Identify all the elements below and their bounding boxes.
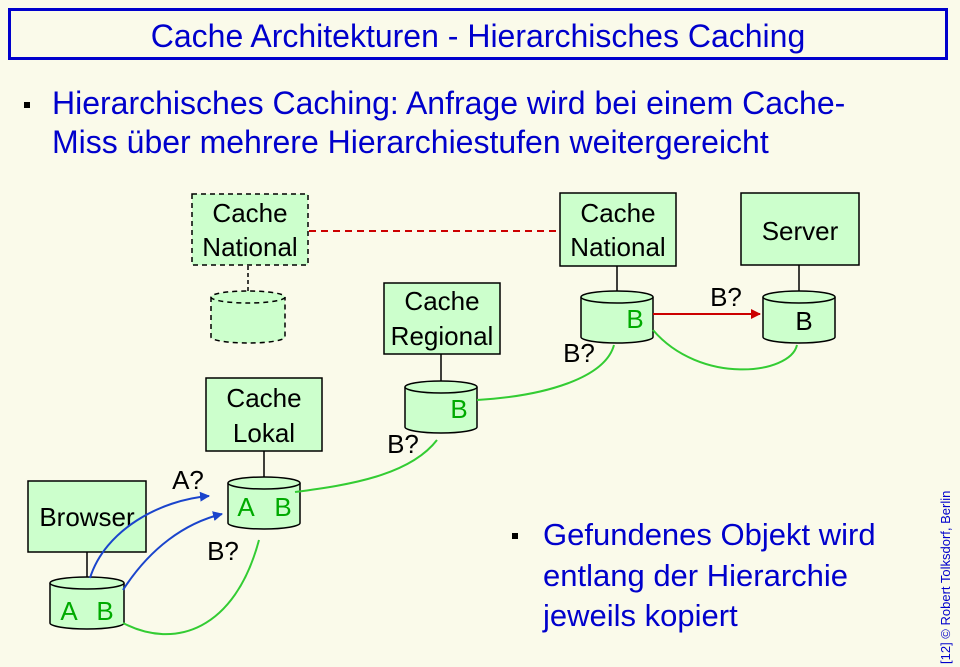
result-text-line-1: Gefundenes Objekt wird [543, 517, 876, 552]
server-box [740, 192, 860, 266]
storage-national-left [210, 290, 286, 344]
storage-national-right [580, 290, 654, 344]
query-b-server: B? [710, 282, 742, 312]
cache-regional-box [383, 282, 501, 355]
storage-server [762, 290, 836, 344]
cache-lokal-box [205, 377, 323, 452]
browser-box [27, 480, 147, 553]
cache-lokal-label-1: Cache [226, 383, 301, 413]
national-object-b: B [626, 304, 643, 334]
result-text-line-2: entlang der Hierarchie [543, 558, 849, 593]
request-arrow-a [89, 491, 210, 579]
regional-object-b: B [450, 394, 467, 424]
result-text-line-3: jeweils kopiert [543, 598, 738, 633]
cache-national-right-label-1: Cache [580, 198, 655, 228]
browser-label: Browser [39, 502, 135, 532]
storage-browser [49, 576, 125, 630]
query-b-national: B? [563, 338, 595, 368]
page-title: Cache Architekturen - Hierarchisches Cac… [150, 18, 806, 54]
bullet-marker-2 [512, 533, 518, 539]
return-arrow-regional-lokal [294, 439, 438, 493]
cache-national-right-box [559, 192, 677, 267]
request-arrow-b [122, 511, 223, 591]
title-box: Cache Architekturen - Hierarchisches Cac… [8, 8, 948, 60]
return-arrow-server-national [652, 329, 798, 371]
cache-regional-label-2: Regional [391, 321, 494, 351]
lokal-object-a: A [237, 492, 255, 522]
browser-object-a: A [60, 596, 78, 626]
query-b-lokal: B? [207, 536, 239, 566]
server-object-b: B [795, 306, 812, 336]
footer-copyright: [12] © Robert Tolksdorf, Berlin [938, 490, 953, 664]
cache-regional-label-1: Cache [404, 286, 479, 316]
bullet-text-line-2: Miss über mehrere Hierarchiestufen weite… [52, 124, 769, 160]
cache-national-left-label-1: Cache [212, 198, 287, 228]
server-label: Server [762, 216, 839, 246]
storage-lokal [227, 476, 301, 530]
cache-national-left-box [191, 193, 309, 266]
cache-national-left-label-2: National [202, 232, 297, 262]
return-arrow-national-regional [476, 344, 615, 401]
browser-object-b: B [96, 596, 113, 626]
cache-national-right-label-2: National [570, 232, 665, 262]
bullet-text-line-1: Hierarchisches Caching: Anfrage wird bei… [52, 85, 846, 121]
query-b-regional: B? [387, 429, 419, 459]
bullet-marker [24, 102, 30, 108]
cache-lokal-label-2: Lokal [233, 418, 295, 448]
query-a-lokal: A? [172, 465, 204, 495]
return-arrow-lokal-browser [122, 539, 260, 636]
storage-regional [404, 380, 478, 434]
lokal-object-b: B [274, 492, 291, 522]
